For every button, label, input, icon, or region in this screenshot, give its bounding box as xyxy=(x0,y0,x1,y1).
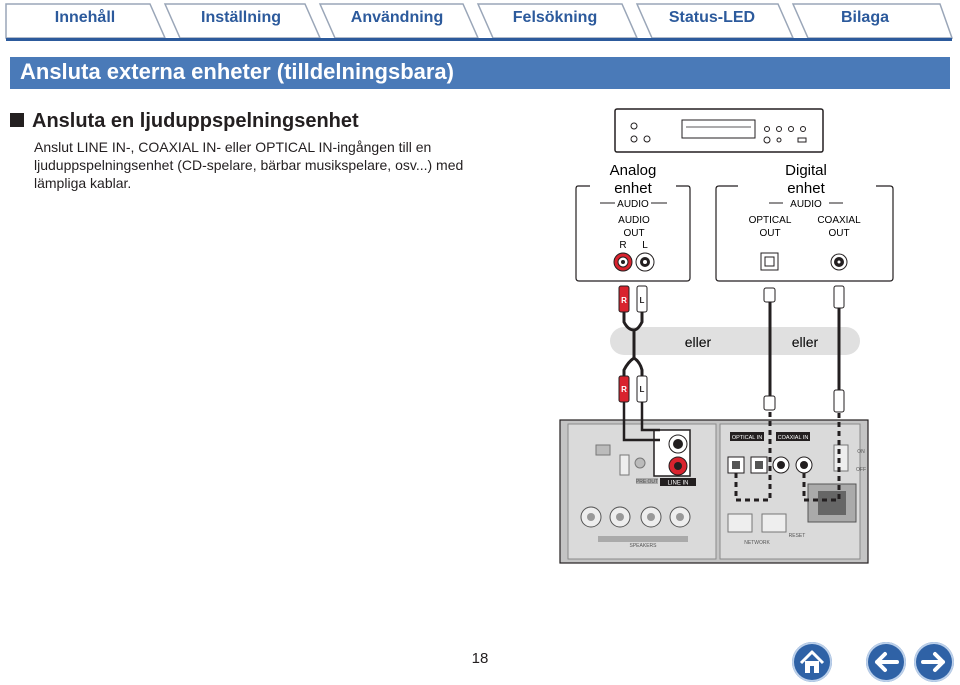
plug-l-bottom: L xyxy=(640,385,645,394)
or-label-2: eller xyxy=(792,334,819,350)
square-bullet-icon xyxy=(10,113,24,127)
rear-speakers-label: SPEAKERS xyxy=(630,543,658,549)
analog-r-label: R xyxy=(619,240,626,251)
arrow-right-icon xyxy=(921,652,945,672)
coaxial-out-1: COAXIAL xyxy=(817,215,861,226)
back-button[interactable] xyxy=(866,642,906,682)
rear-reset-label: RESET xyxy=(789,533,806,539)
analog-l-label: L xyxy=(642,240,648,251)
arrow-left-icon xyxy=(875,652,899,672)
rear-line-in-label: LINE IN xyxy=(667,481,688,487)
analog-title-1: Analog xyxy=(610,162,657,179)
rca-cable: R L R L xyxy=(618,285,648,418)
home-icon xyxy=(799,650,825,673)
tab-setup[interactable]: Inställning xyxy=(201,9,281,26)
plug-l-top: L xyxy=(640,296,645,305)
analog-audio-label: AUDIO xyxy=(617,199,649,210)
or-bar xyxy=(610,327,860,355)
coaxial-cable xyxy=(833,285,845,413)
optical-out-1: OPTICAL xyxy=(749,215,792,226)
rear-coaxial-in-label: COAXIAL IN xyxy=(778,435,809,441)
tab-bar: Innehåll Inställning Användning Felsökni… xyxy=(0,0,960,42)
home-button[interactable] xyxy=(792,642,832,682)
receiver-rear-panel: LINE IN PRE OUT SPEAKERS OPTICAL IN COAX… xyxy=(559,410,869,564)
rear-optical-in-label: OPTICAL IN xyxy=(732,435,762,441)
optical-out-2: OUT xyxy=(759,228,780,239)
analog-title-2: enhet xyxy=(614,180,652,197)
page-title-bar: Ansluta externa enheter (tilldelningsbar… xyxy=(10,57,950,89)
tab-troubleshooting[interactable]: Felsökning xyxy=(512,9,598,26)
page-title: Ansluta externa enheter (tilldelningsbar… xyxy=(20,59,454,84)
tab-status-led[interactable]: Status-LED xyxy=(668,9,756,26)
analog-audio-out-1: AUDIO xyxy=(618,215,650,226)
section-heading-text: Ansluta en ljuduppspelningsenhet xyxy=(32,110,359,132)
tab-shapes xyxy=(5,3,954,41)
digital-device-panel: Digital enhet AUDIO OPTICAL OUT COAXIAL … xyxy=(715,162,894,282)
page-number: 18 xyxy=(471,650,489,667)
source-device xyxy=(614,108,824,153)
digital-title-2: enhet xyxy=(787,180,825,197)
plug-r-top: R xyxy=(621,296,627,305)
or-label-1: eller xyxy=(685,334,712,350)
analog-audio-out-2: OUT xyxy=(623,228,644,239)
tab-appendix[interactable]: Bilaga xyxy=(840,9,889,26)
coaxial-out-2: OUT xyxy=(828,228,849,239)
section-body: Anslut LINE IN-, COAXIAL IN- eller OPTIC… xyxy=(34,139,464,191)
rear-on-label: ON xyxy=(857,449,865,455)
digital-title-1: Digital xyxy=(785,162,827,179)
forward-button[interactable] xyxy=(914,642,954,682)
tab-contents[interactable]: Innehåll xyxy=(54,9,116,26)
digital-audio-label: AUDIO xyxy=(790,199,822,210)
section-heading: Ansluta en ljuduppspelningsenhet xyxy=(10,110,359,133)
plug-r-bottom: R xyxy=(621,385,627,394)
analog-device-panel: Analog enhet AUDIO AUDIO OUT R L xyxy=(575,162,691,282)
rear-off-label: OFF xyxy=(856,467,866,473)
optical-cable xyxy=(763,287,776,411)
tab-usage[interactable]: Användning xyxy=(350,9,444,26)
rear-network-label: NETWORK xyxy=(744,540,770,546)
rear-pre-out-label: PRE OUT xyxy=(636,479,658,485)
